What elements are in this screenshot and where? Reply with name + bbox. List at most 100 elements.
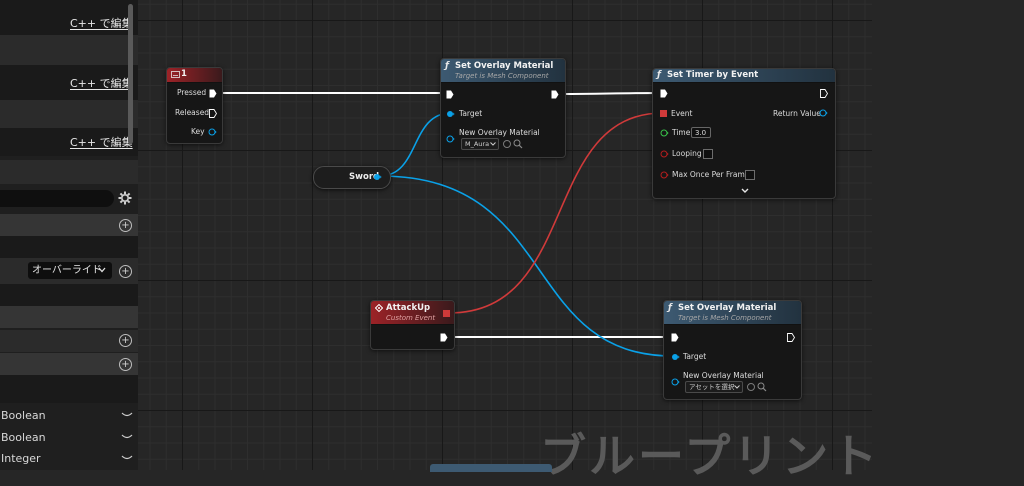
delegate-pin-icon[interactable] bbox=[443, 310, 450, 317]
variable-type[interactable]: Boolean bbox=[1, 431, 46, 444]
bool-pin-icon[interactable] bbox=[660, 150, 669, 158]
variable-type[interactable]: Integer bbox=[1, 452, 41, 465]
plus-circle-icon[interactable]: + bbox=[119, 334, 132, 347]
exec-pin-filled-icon[interactable] bbox=[209, 89, 217, 98]
override-label: オーバーライド bbox=[32, 265, 102, 276]
object-pin-empty-icon[interactable] bbox=[671, 378, 680, 386]
node-subtitle: Custom Event bbox=[386, 314, 436, 322]
node-header: ƒ Set Overlay Material Target is Mesh Co… bbox=[664, 301, 801, 325]
edit-cpp-link-3[interactable]: C++ で編集 bbox=[70, 136, 133, 149]
pin-label: Return Value bbox=[773, 109, 821, 118]
struct-pin-icon[interactable] bbox=[208, 128, 217, 136]
object-pin-icon[interactable] bbox=[671, 353, 680, 361]
pin-label: Key bbox=[191, 127, 205, 136]
struct-pin-icon[interactable] bbox=[819, 109, 828, 117]
function-icon: ƒ bbox=[445, 61, 449, 71]
search-icon[interactable] bbox=[513, 139, 523, 149]
node-title: AttackUp bbox=[386, 303, 431, 313]
key-event-node[interactable]: 1 Pressed Released Key bbox=[166, 67, 223, 144]
asset-value: アセットを選択 bbox=[689, 383, 735, 391]
node-header: 1 bbox=[167, 68, 222, 83]
node-header: AttackUp Custom Event bbox=[371, 301, 454, 325]
exec-pin-filled-icon[interactable] bbox=[671, 333, 679, 342]
time-input[interactable]: 3.0 bbox=[691, 127, 711, 138]
edit-cpp-link-2[interactable]: C++ で編集 bbox=[70, 77, 133, 90]
panel-row bbox=[0, 306, 138, 328]
panel-scrollbar[interactable] bbox=[128, 4, 133, 144]
panel-row bbox=[0, 330, 138, 352]
exec-pin-empty-icon[interactable] bbox=[209, 109, 217, 118]
keyboard-icon bbox=[171, 71, 180, 78]
node-subtitle: Target is Mesh Component bbox=[678, 314, 772, 322]
pin-label: Event bbox=[671, 109, 693, 118]
panel-row bbox=[0, 65, 138, 100]
gear-icon[interactable] bbox=[118, 191, 132, 205]
exec-pin-empty-icon[interactable] bbox=[820, 89, 828, 98]
set-timer-by-event-node[interactable]: ƒ Set Timer by Event Event Return Value … bbox=[652, 68, 836, 199]
set-overlay-material-node-top[interactable]: ƒ Set Overlay Material Target is Mesh Co… bbox=[440, 58, 566, 158]
max-once-checkbox[interactable] bbox=[745, 170, 755, 180]
exec-pin-filled-icon[interactable] bbox=[660, 89, 668, 98]
panel-section-header bbox=[0, 160, 138, 184]
exec-pin-filled-icon[interactable] bbox=[446, 90, 454, 99]
panel-row bbox=[0, 35, 138, 65]
asset-value: M_Aura bbox=[465, 140, 490, 148]
plus-circle-icon[interactable]: + bbox=[119, 265, 132, 278]
search-input[interactable] bbox=[0, 190, 114, 207]
exec-pin-filled-icon[interactable] bbox=[551, 90, 559, 99]
object-pin-icon[interactable] bbox=[446, 110, 455, 118]
clear-icon[interactable] bbox=[503, 140, 511, 148]
graph-watermark: ブループリント bbox=[540, 429, 881, 483]
offscreen-function-node[interactable] bbox=[430, 464, 552, 472]
chevron-down-icon[interactable] bbox=[121, 412, 133, 418]
node-title: Set Overlay Material bbox=[455, 61, 554, 71]
pin-label: New Overlay Material bbox=[459, 128, 540, 137]
pin-label: Max Once Per Frame bbox=[672, 170, 750, 179]
float-pin-icon[interactable] bbox=[660, 129, 669, 137]
object-pin-empty-icon[interactable] bbox=[446, 135, 455, 143]
node-title: 1 bbox=[181, 69, 187, 79]
exec-pin-empty-icon[interactable] bbox=[787, 333, 795, 342]
panel-row bbox=[0, 214, 138, 236]
expand-chevron-icon[interactable] bbox=[741, 188, 749, 193]
bool-pin-icon[interactable] bbox=[660, 171, 669, 179]
edit-cpp-link-1[interactable]: C++ で編集 bbox=[70, 17, 133, 30]
custom-event-icon bbox=[375, 304, 383, 312]
panel-row bbox=[0, 353, 138, 375]
node-header: ƒ Set Timer by Event bbox=[653, 69, 835, 83]
function-icon: ƒ bbox=[657, 70, 661, 80]
pin-label: Target bbox=[459, 109, 483, 118]
override-dropdown[interactable]: オーバーライド bbox=[28, 262, 112, 279]
node-title: Set Timer by Event bbox=[667, 70, 759, 80]
plus-circle-icon[interactable]: + bbox=[119, 358, 132, 371]
chevron-down-icon[interactable] bbox=[121, 434, 133, 440]
pin-label: Time bbox=[672, 128, 691, 137]
looping-checkbox[interactable] bbox=[703, 149, 713, 159]
chevron-down-icon bbox=[98, 267, 106, 273]
plus-circle-icon[interactable]: + bbox=[119, 219, 132, 232]
pin-label: New Overlay Material bbox=[683, 371, 764, 380]
asset-picker[interactable]: アセットを選択 bbox=[685, 381, 743, 393]
graph-margin bbox=[872, 0, 1024, 470]
clear-icon[interactable] bbox=[747, 383, 755, 391]
delegate-pin-icon[interactable] bbox=[660, 110, 667, 117]
asset-picker[interactable]: M_Aura bbox=[461, 138, 499, 150]
attackup-custom-event-node[interactable]: AttackUp Custom Event bbox=[370, 300, 455, 350]
details-panel: C++ で編集 C++ で編集 C++ で編集 + オーバーライド + + + … bbox=[0, 0, 139, 470]
exec-pin-filled-icon[interactable] bbox=[440, 333, 448, 342]
pin-label: Released bbox=[175, 108, 210, 117]
search-icon[interactable] bbox=[757, 382, 767, 392]
pin-label: Pressed bbox=[177, 88, 207, 97]
node-subtitle: Target is Mesh Component bbox=[455, 72, 549, 80]
chevron-down-icon[interactable] bbox=[121, 455, 133, 461]
node-header: ƒ Set Overlay Material Target is Mesh Co… bbox=[441, 59, 565, 83]
panel-row bbox=[0, 236, 138, 258]
panel-row bbox=[0, 375, 138, 403]
sword-variable-node[interactable]: Sword bbox=[313, 166, 391, 189]
object-pin-icon[interactable] bbox=[373, 173, 382, 181]
set-overlay-material-node-bottom[interactable]: ƒ Set Overlay Material Target is Mesh Co… bbox=[663, 300, 802, 400]
variable-type[interactable]: Boolean bbox=[1, 409, 46, 422]
panel-row bbox=[0, 284, 138, 306]
panel-row bbox=[0, 100, 138, 128]
pin-label: Looping bbox=[672, 149, 702, 158]
